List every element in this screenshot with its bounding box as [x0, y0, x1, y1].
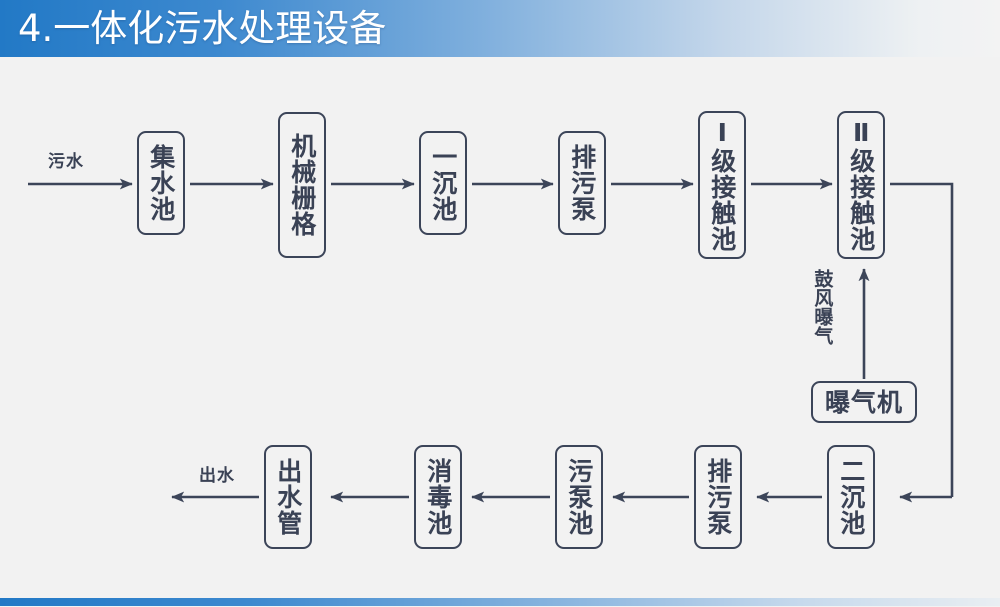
edge-label-outlet: 出水: [199, 466, 235, 486]
node-jixieshange[interactable]: 机械栅格: [278, 112, 326, 258]
node-xiaoduchi[interactable]: 消毒池: [414, 445, 462, 549]
node-erchenchi[interactable]: 二沉池: [827, 445, 875, 549]
process-flow-diagram: 集水池 机械栅格 一沉池 排污泵 Ⅰ级接触池 Ⅱ级接触池 曝气机 二沉池 排污泵: [0, 57, 1000, 598]
node-label: Ⅱ级接触池: [846, 118, 876, 252]
node-yichenchi[interactable]: 一沉池: [419, 131, 467, 235]
node-label: Ⅰ级接触池: [707, 118, 737, 252]
node-label: 排污泵: [703, 458, 733, 536]
node-baoqiji[interactable]: 曝气机: [811, 381, 917, 423]
node-jishuichi[interactable]: 集水池: [137, 131, 185, 235]
node-label: 消毒池: [423, 458, 453, 536]
edge-label-inlet: 污水: [48, 152, 84, 172]
node-label: 集水池: [146, 144, 176, 222]
page-title: 4.一体化污水处理设备: [18, 7, 387, 50]
node-label: 出水管: [273, 458, 303, 536]
footer-bar: [0, 598, 1000, 606]
node-paiwubeng-bottom[interactable]: 排污泵: [694, 445, 742, 549]
connector-layer: [28, 178, 954, 503]
node-label: 机械栅格: [287, 133, 317, 237]
node-paiwubeng-top[interactable]: 排污泵: [558, 131, 606, 235]
node-erji-jiechuchi[interactable]: Ⅱ级接触池: [837, 111, 885, 259]
node-chushuiguan[interactable]: 出水管: [264, 445, 312, 549]
edge-label-aeration: 鼓风曝气: [811, 269, 834, 345]
node-label: 曝气机: [824, 387, 903, 417]
node-label: 一沉池: [428, 144, 458, 222]
wrap-right-connector: [890, 182, 954, 497]
node-wubengchi[interactable]: 污泵池: [555, 445, 603, 549]
title-banner: 4.一体化污水处理设备: [0, 0, 1000, 57]
node-label: 污泵池: [564, 458, 594, 536]
node-label: 二沉池: [836, 458, 866, 536]
node-label: 排污泵: [567, 144, 597, 222]
node-yiji-jiechuchi[interactable]: Ⅰ级接触池: [698, 111, 746, 259]
